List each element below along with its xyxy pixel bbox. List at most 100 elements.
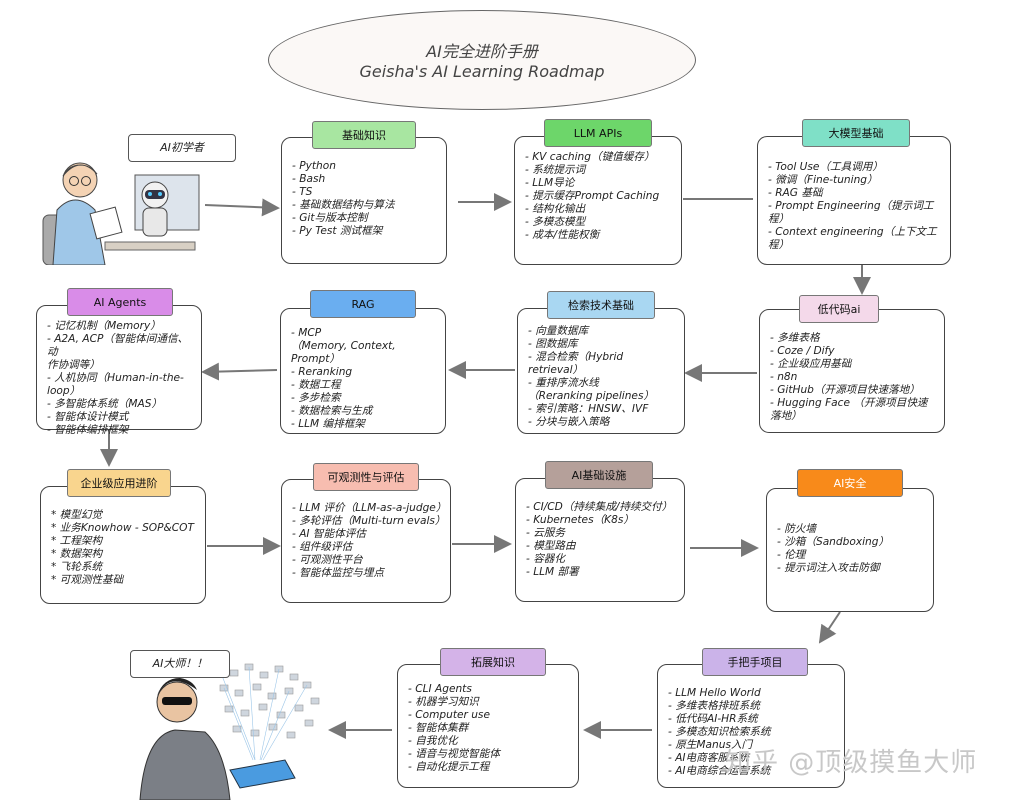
list-item: - 低代码AI-HR系统 bbox=[668, 713, 758, 725]
beginner-figure bbox=[35, 150, 205, 266]
node-agents-list: - 记忆机制（Memory） - A2A, ACP（智能体间通信、动 作协调等）… bbox=[37, 306, 201, 437]
list-item: - 记忆机制（Memory） bbox=[47, 320, 161, 332]
node-lowcode: - 多维表格 - Coze / Dify - 企业级应用基础 - n8n - G… bbox=[759, 309, 945, 433]
node-lowcode-list: - 多维表格 - Coze / Dify - 企业级应用基础 - n8n - G… bbox=[760, 310, 944, 423]
node-basics: - Python - Bash - TS - 基础数据结构与算法 - Git与版… bbox=[281, 137, 447, 264]
list-item: - 多模态模型 bbox=[525, 216, 586, 228]
list-item: - 结构化输出 bbox=[525, 203, 586, 215]
list-item: - Context engineering（上下文工程） bbox=[768, 226, 937, 251]
list-item: - 云服务 bbox=[526, 527, 565, 539]
node-enterprise: * 模型幻觉 * 业务Knowhow - SOP&COT * 工程架构 * 数据… bbox=[40, 486, 206, 604]
list-item: - Py Test 测试框架 bbox=[292, 225, 383, 237]
list-item: - 分块与嵌入策略 bbox=[528, 416, 610, 428]
list-item: - MCP bbox=[291, 327, 322, 339]
list-item: * 数据架构 bbox=[51, 548, 103, 560]
list-item: - Reranking bbox=[291, 366, 353, 378]
list-item: * 模型幻觉 bbox=[51, 509, 103, 521]
tag-rag: RAG bbox=[310, 290, 416, 318]
node-retrieval-list: - 向量数据库 - 图数据库 - 混合检索（Hybrid retrieval） … bbox=[518, 309, 684, 429]
list-item: * 业务Knowhow - SOP&COT bbox=[51, 522, 194, 534]
tag-basics: 基础知识 bbox=[312, 121, 416, 149]
node-llm-apis-list: - KV caching（键值缓存） - 系统提示词 - LLM导论 - 提示缓… bbox=[515, 137, 681, 242]
node-retrieval: - 向量数据库 - 图数据库 - 混合检索（Hybrid retrieval） … bbox=[517, 308, 685, 434]
node-rag-list: - MCP （Memory, Context, Prompt） - Rerank… bbox=[281, 309, 445, 431]
list-item: - 自动化提示工程 bbox=[408, 761, 490, 773]
list-item: - RAG 基础 bbox=[768, 187, 823, 199]
tag-lowcode: 低代码ai bbox=[799, 295, 879, 323]
node-security: - 防火墙 - 沙箱（Sandboxing） - 伦理 - 提示词注入攻击防御 bbox=[766, 488, 934, 612]
node-basics-list: - Python - Bash - TS - 基础数据结构与算法 - Git与版… bbox=[282, 138, 446, 238]
tag-extended: 拓展知识 bbox=[440, 648, 546, 676]
list-item: - 企业级应用基础 bbox=[770, 358, 852, 370]
node-foundation-list: - Tool Use（工具调用） - 微调（Fine-tuning） - RAG… bbox=[758, 137, 950, 252]
list-item: - 向量数据库 bbox=[528, 325, 589, 337]
list-item: - Coze / Dify bbox=[770, 345, 835, 357]
list-item: - LLM 评价（LLM-as-a-judge） bbox=[292, 502, 447, 514]
node-security-list: - 防火墙 - 沙箱（Sandboxing） - 伦理 - 提示词注入攻击防御 bbox=[767, 489, 933, 575]
list-item: - 模型路由 bbox=[526, 540, 576, 552]
list-item: - Kubernetes（K8s） bbox=[526, 514, 634, 526]
list-item: - 系统提示词 bbox=[525, 164, 586, 176]
node-hands-on-list: - LLM Hello World - 多维表格排班系统 - 低代码AI-HR系… bbox=[658, 665, 844, 778]
list-item: - 基础数据结构与算法 bbox=[292, 199, 395, 211]
list-item: - Prompt Engineering（提示词工程） bbox=[768, 200, 934, 225]
tag-retrieval: 检索技术基础 bbox=[547, 291, 655, 319]
list-item: - 组件级评估 bbox=[292, 541, 353, 553]
arrow-rag-agents bbox=[201, 362, 278, 381]
list-item: - 容器化 bbox=[526, 553, 565, 565]
tag-security: AI安全 bbox=[797, 469, 903, 497]
list-item: - 可观测性平台 bbox=[292, 554, 363, 566]
list-item: - LLM 编排框架 bbox=[291, 418, 365, 430]
list-item: * 飞轮系统 bbox=[51, 561, 103, 573]
tag-hands-on: 手把手项目 bbox=[702, 648, 808, 676]
list-item: - 智能体设计模式 bbox=[47, 411, 129, 423]
title-line-2: Geisha's AI Learning Roadmap bbox=[359, 62, 605, 81]
arrow-beginner-basics bbox=[204, 198, 280, 217]
beginner-illustration bbox=[35, 150, 205, 269]
list-item: - 智能体监控与埋点 bbox=[292, 567, 384, 579]
list-item: - 智能体编排框架 bbox=[47, 424, 129, 436]
list-item: - 防火墙 bbox=[777, 523, 816, 535]
node-rag: - MCP （Memory, Context, Prompt） - Rerank… bbox=[280, 308, 446, 434]
arrow-security-handson bbox=[818, 611, 841, 644]
list-item: - Bash bbox=[292, 173, 326, 185]
list-item: - 提示词注入攻击防御 bbox=[777, 562, 880, 574]
list-item: - CI/CD（持续集成/持续交付） bbox=[526, 501, 673, 513]
list-item: - GitHub（开源项目快速落地） bbox=[770, 384, 920, 396]
list-item: - 重排序流水线 bbox=[528, 377, 599, 389]
tag-enterprise: 企业级应用进阶 bbox=[67, 469, 171, 497]
node-infra-list: - CI/CD（持续集成/持续交付） - Kubernetes（K8s） - 云… bbox=[516, 479, 684, 579]
list-item: * 工程架构 bbox=[51, 535, 103, 547]
list-item: - 成本/性能权衡 bbox=[525, 229, 600, 241]
callout-master: AI大师！！ bbox=[130, 650, 230, 678]
list-item: - 机器学习知识 bbox=[408, 696, 479, 708]
list-item: （Memory, Context, Prompt） bbox=[291, 340, 400, 365]
title-ellipse: AI完全进阶手册 Geisha's AI Learning Roadmap bbox=[268, 10, 696, 110]
list-item: - 多模态知识检索系统 bbox=[668, 726, 771, 738]
list-item: - 沙箱（Sandboxing） bbox=[777, 536, 890, 548]
node-observability-list: - LLM 评价（LLM-as-a-judge） - 多轮评估（Multi-tu… bbox=[282, 480, 450, 580]
list-item: - 多轮评估（Multi-turn evals） bbox=[292, 515, 446, 527]
master-illustration bbox=[135, 660, 330, 804]
master-figure bbox=[139, 663, 320, 801]
node-hands-on: - LLM Hello World - 多维表格排班系统 - 低代码AI-HR系… bbox=[657, 664, 845, 788]
list-item: - 提示缓存Prompt Caching bbox=[525, 190, 660, 202]
list-item: - 多步检索 bbox=[291, 392, 341, 404]
list-item: - LLM导论 bbox=[525, 177, 575, 189]
node-infra: - CI/CD（持续集成/持续交付） - Kubernetes（K8s） - 云… bbox=[515, 478, 685, 602]
list-item: - 多维表格排班系统 bbox=[668, 700, 760, 712]
list-item: - n8n bbox=[770, 371, 798, 383]
watermark: 知乎 @顶级摸鱼大师 bbox=[725, 748, 978, 778]
node-agents: - 记忆机制（Memory） - A2A, ACP（智能体间通信、动 作协调等）… bbox=[36, 305, 202, 436]
list-item: - Hugging Face （开源项目快速落地） bbox=[770, 397, 928, 422]
list-item: - KV caching（键值缓存） bbox=[525, 151, 655, 163]
list-item: - Python bbox=[292, 160, 336, 172]
list-item: - 伦理 bbox=[777, 549, 806, 561]
list-item: - TS bbox=[292, 186, 313, 198]
node-observability: - LLM 评价（LLM-as-a-judge） - 多轮评估（Multi-tu… bbox=[281, 479, 451, 603]
list-item: - Computer use bbox=[408, 709, 490, 721]
node-extended: - CLI Agents - 机器学习知识 - Computer use - 智… bbox=[397, 664, 579, 788]
tag-agents: AI Agents bbox=[67, 288, 173, 316]
list-item: - 智能体集群 bbox=[408, 722, 469, 734]
